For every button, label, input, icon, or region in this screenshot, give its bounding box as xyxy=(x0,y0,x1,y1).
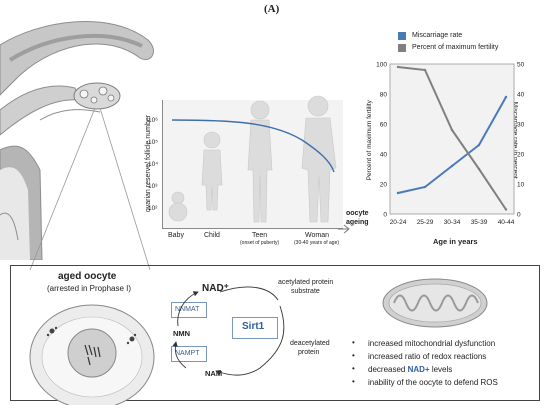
y-left-tick-label: 60 xyxy=(380,122,388,129)
y-left-tick-label: 100 xyxy=(376,62,387,69)
human-figures xyxy=(168,95,337,223)
bullet-dot: • xyxy=(352,364,355,373)
oocyte-ageing-label: ageing xyxy=(346,219,369,226)
y-right-tick-label: 30 xyxy=(517,122,525,129)
stage-note-woman: (30-40 years of age) xyxy=(294,240,340,246)
stage-label-teen: Teen xyxy=(252,232,268,239)
legend-label-fertility: Percent of maximum fertility xyxy=(412,44,499,51)
x-axis-arrow xyxy=(338,224,350,234)
oocyte-subtitle: (arrested in Prophase I) xyxy=(47,284,132,293)
fertility-x-label: Age in years xyxy=(433,237,478,246)
oocyte-ageing-label: oocyte xyxy=(346,210,369,217)
data-point xyxy=(504,95,508,99)
y-left-tick-label: 0 xyxy=(383,212,387,219)
sirt1-box xyxy=(232,317,278,339)
acetylated-label: acetylated protein xyxy=(278,279,334,286)
data-point xyxy=(450,128,454,132)
legend-swatch-miscarriage xyxy=(398,32,406,40)
nampt-label: NAMPT xyxy=(175,350,200,357)
legend-label-miscarriage: Miscarriage rate xyxy=(412,32,463,39)
deacetylated-label: protein xyxy=(298,349,320,356)
bullet-dot: • xyxy=(352,338,355,347)
data-point xyxy=(423,68,427,72)
nampt-box xyxy=(171,346,207,362)
nmn-label: NMN xyxy=(173,329,191,338)
bullet-text: decreased NAD+ levels xyxy=(368,365,453,374)
nam-label: NAM xyxy=(205,369,223,378)
y-right-tick-label: 10 xyxy=(517,182,525,189)
ovary-icon xyxy=(73,82,121,110)
bullet-text: increased ratio of redox reactions xyxy=(368,352,487,361)
oocyte-cell xyxy=(29,304,155,405)
y-right-tick-label: 50 xyxy=(517,62,525,69)
data-point xyxy=(450,164,454,168)
nnmat-label: NNMAT xyxy=(175,306,200,313)
stage-label-woman: Woman xyxy=(305,232,329,239)
y-right-tick-label: 0 xyxy=(517,212,521,219)
data-point xyxy=(477,167,481,171)
nnmat-box xyxy=(171,302,207,318)
nad-label: NAD⁺ xyxy=(202,283,229,294)
bullet-dot: • xyxy=(352,351,355,360)
follicle-y-tick: 10⁵ xyxy=(148,139,158,146)
follicle-y-tick: 10⁶ xyxy=(148,117,158,124)
data-point xyxy=(423,185,427,189)
stage-label-child: Child xyxy=(204,232,220,239)
y-left-tick-label: 80 xyxy=(380,92,388,99)
y-left-tick-label: 20 xyxy=(380,182,388,189)
bullet-text: inability of the oocyte to defend ROS xyxy=(368,378,498,387)
sirt1-label: Sirt1 xyxy=(242,321,265,332)
x-tick-label: 40-44 xyxy=(498,219,515,226)
y-right-tick-label: 40 xyxy=(517,92,525,99)
bullet-dot: • xyxy=(352,377,355,386)
x-tick-label: 20-24 xyxy=(390,219,407,226)
stage-note-teen: (onset of puberty) xyxy=(240,240,280,246)
acetylated-label: substrate xyxy=(291,288,320,295)
panel-label: (A) xyxy=(264,3,280,15)
data-point xyxy=(504,208,508,211)
follicle-decline-curve xyxy=(171,119,335,173)
data-point xyxy=(477,143,481,147)
mitochondrion-icon xyxy=(382,278,488,328)
data-point xyxy=(396,65,400,69)
y-left-tick-label: 40 xyxy=(380,152,388,159)
x-tick-label: 30-34 xyxy=(444,219,461,226)
x-tick-label: 25-29 xyxy=(417,219,434,226)
follicle-y-tick: 10⁴ xyxy=(148,161,159,168)
uterus-illustration xyxy=(0,21,154,260)
legend-swatch-fertility xyxy=(398,44,406,52)
y-right-tick-label: 20 xyxy=(517,152,525,159)
follicle-y-tick: 10³ xyxy=(148,183,158,190)
pathway-arrows xyxy=(172,286,285,376)
data-point xyxy=(396,191,400,195)
follicle-y-tick: 10² xyxy=(148,205,158,212)
oocyte-title: aged oocyte xyxy=(58,271,117,282)
nad-highlight: NAD+ xyxy=(407,365,430,374)
bottom-panel xyxy=(10,265,540,401)
x-tick-label: 35-39 xyxy=(471,219,488,226)
stage-label-baby: Baby xyxy=(168,232,184,239)
deacetylated-label: deacetylated xyxy=(290,340,330,347)
bullet-text: increased mitochondrial dysfunction xyxy=(368,339,496,348)
